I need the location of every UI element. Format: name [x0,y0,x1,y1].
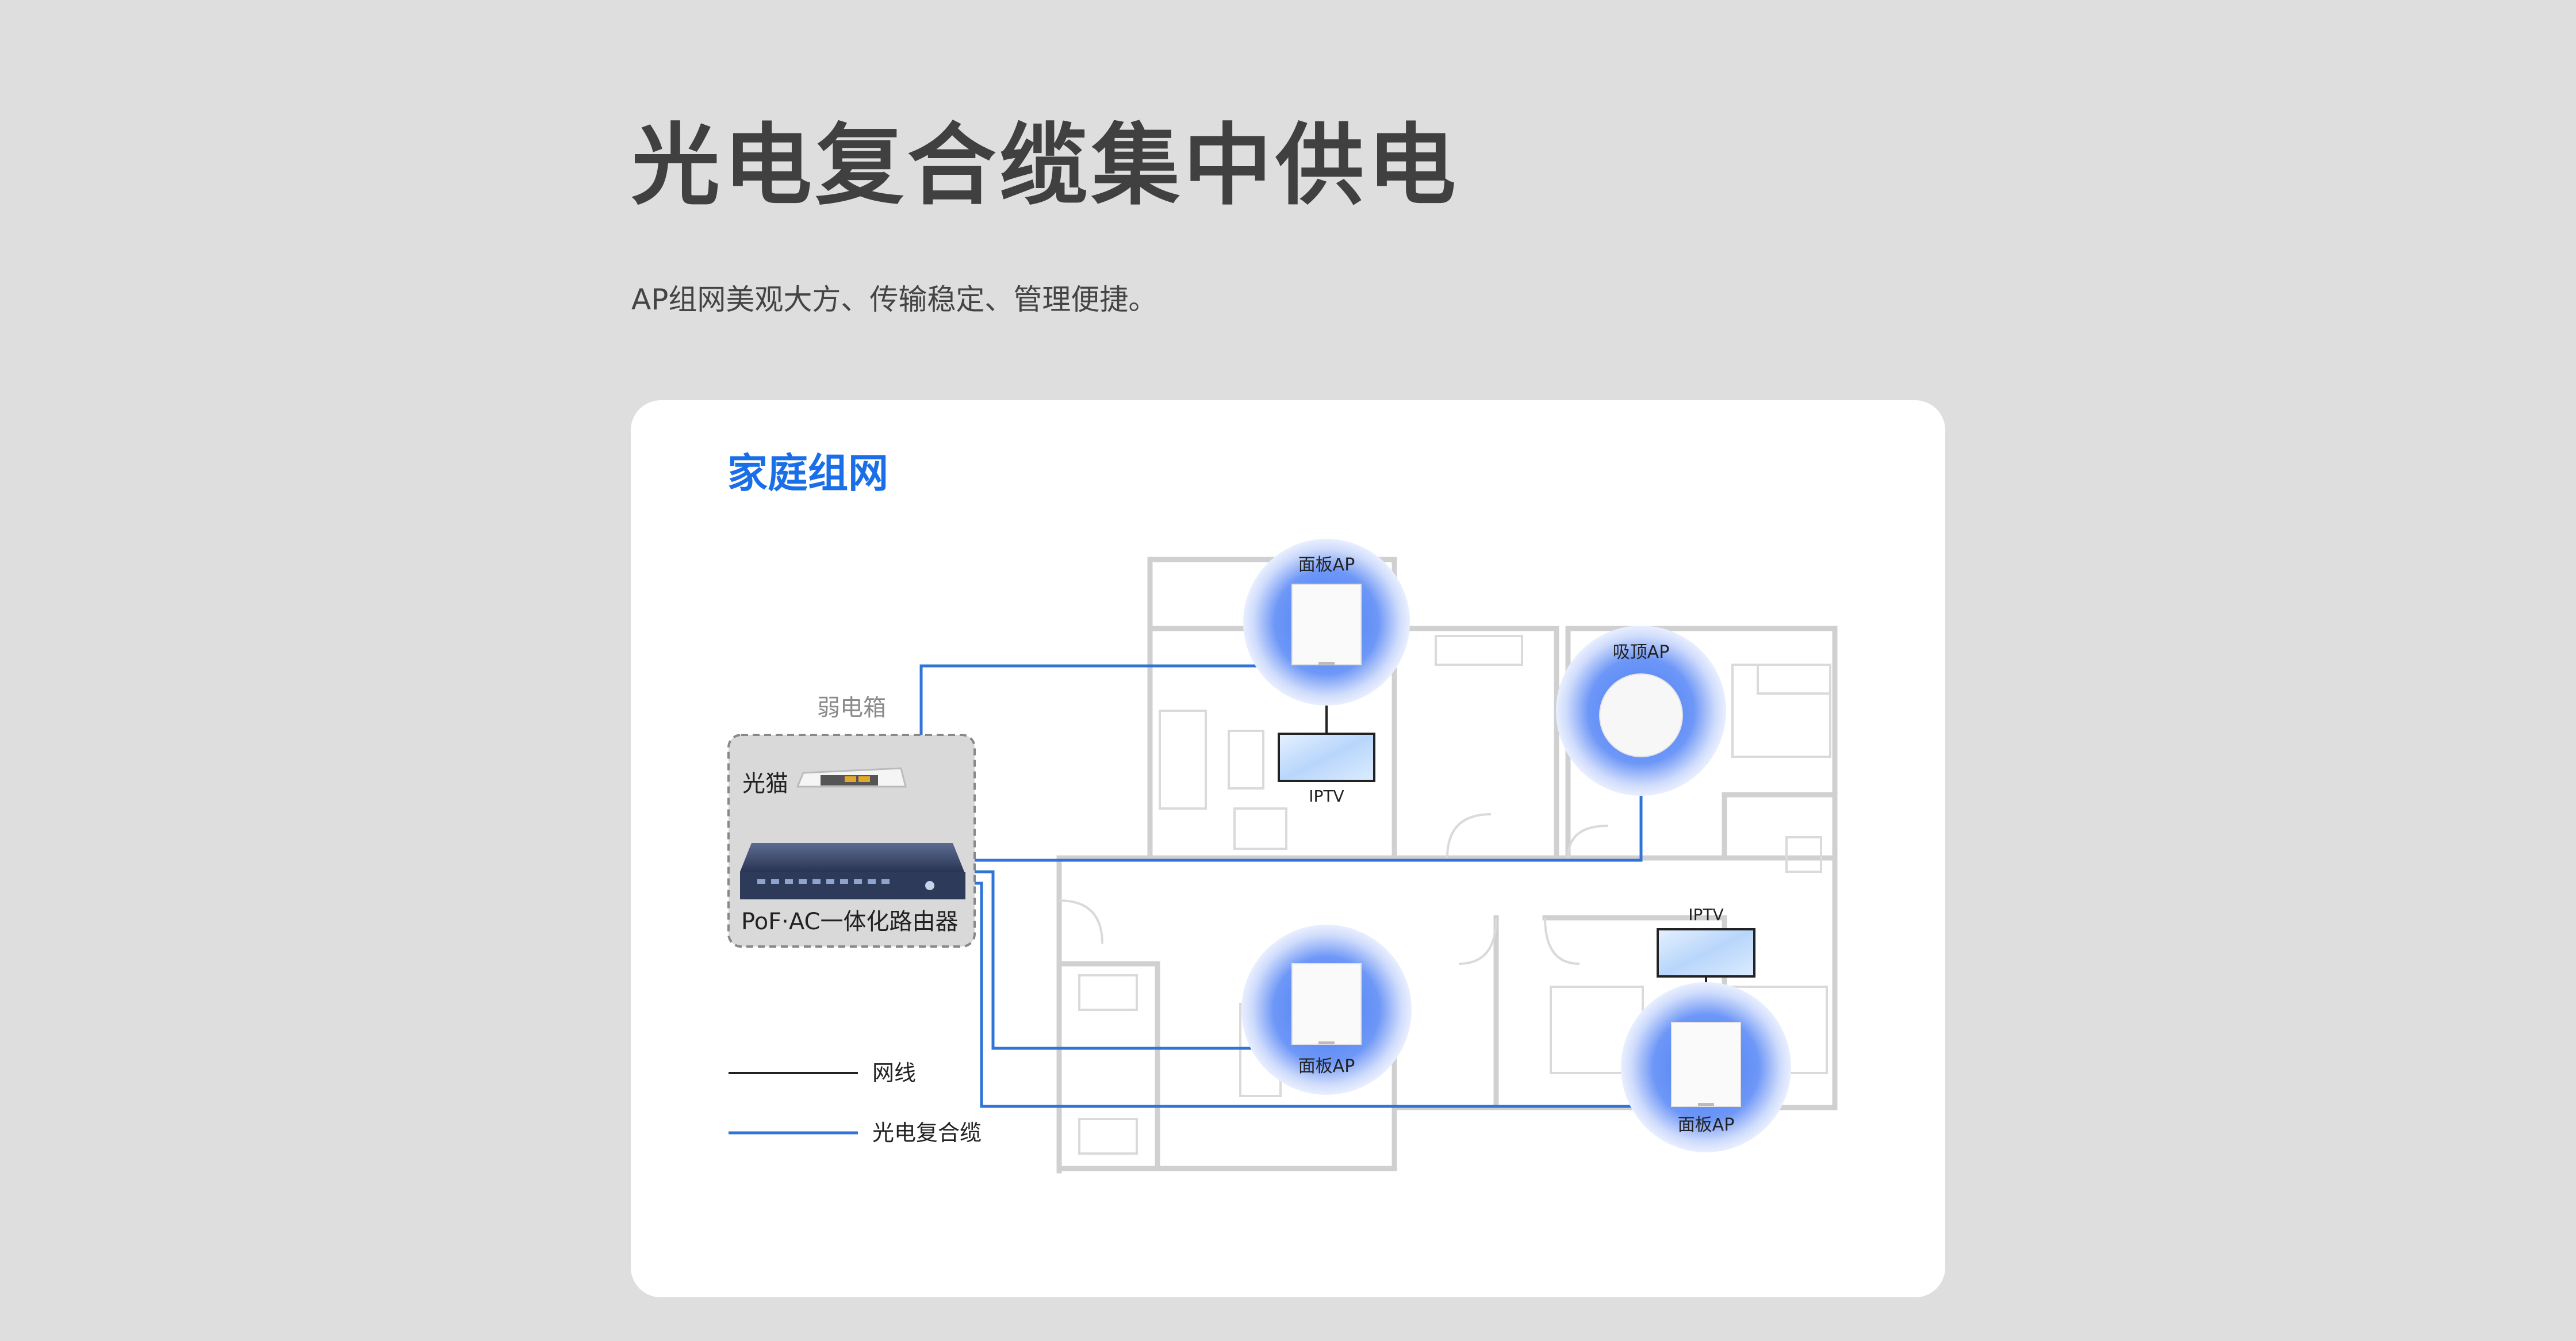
panel-ap-bottom-left-label: 面板AP [1298,1056,1355,1076]
panel-ap-bottom-right-label: 面板AP [1678,1115,1735,1135]
panel-ap-bottom-left [1241,925,1412,1095]
optical-modem [796,767,907,788]
iptv-top-label: IPTV [1309,787,1344,806]
weak-current-box-label: 弱电箱 [817,695,886,721]
ceiling-ap-label: 吸顶AP [1613,642,1670,662]
modem-label: 光猫 [742,771,788,797]
legend [729,1072,858,1135]
legend-fiber-label: 光电复合缆 [872,1120,982,1145]
router-label: PoF·AC一体化路由器 [741,909,958,935]
pof-ac-router [740,843,965,899]
iptv-top [1278,733,1375,782]
card-title: 家庭组网 [727,450,888,497]
panel-ap-top-left-label: 面板AP [1298,555,1355,575]
panel-ap-top-left [1243,539,1410,706]
network-diagram-card: 家庭组网 [631,400,1945,1297]
floor-plan-thin-details [1059,635,1831,1155]
page-title: 光电复合缆集中供电 [631,114,1460,217]
iptv-right-label: IPTV [1688,905,1723,924]
page-subtitle: AP组网美观大方、传输稳定、管理便捷。 [631,283,1157,316]
iptv-right [1657,928,1755,978]
panel-ap-bottom-right [1621,982,1791,1152]
legend-network-label: 网线 [872,1060,916,1086]
ceiling-ap [1556,626,1726,796]
floor-plan-diagram: 弱电箱 光猫 PoF·AC一体化路由器 [727,539,1838,1174]
